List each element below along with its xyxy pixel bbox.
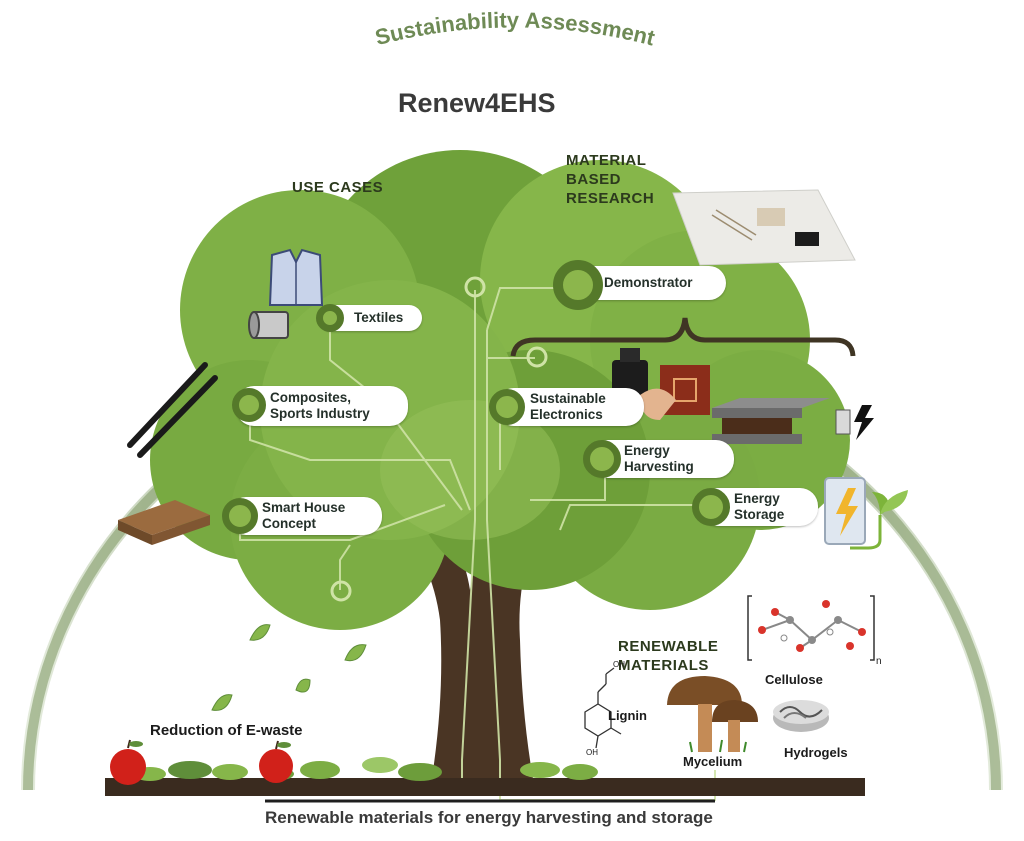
footer-caption: Renewable materials for energy harvestin…: [265, 808, 713, 827]
use-cases-heading: USE CASES: [292, 179, 384, 196]
skis-icon: [127, 362, 218, 458]
lignin-oh-top: OH: [613, 660, 625, 669]
lignin-structure-icon: [584, 667, 622, 749]
printed-circuit-icon: [640, 365, 710, 420]
project-title: Renew4EHS: [398, 88, 556, 118]
renewable-materials-heading: RENEWABLE MATERIALS: [618, 638, 719, 674]
material-research-heading: MATERIAL BASED RESEARCH: [566, 152, 655, 207]
storage-ring-icon: [692, 488, 730, 526]
ink-bottle-icon: [612, 348, 648, 396]
hydrogels-label: Hydrogels: [784, 745, 848, 760]
cellulose-structure-icon: [747, 595, 875, 661]
mycelium-icon: [667, 676, 758, 753]
harvesting-ring-icon: [583, 440, 621, 478]
cellulose-label: Cellulose: [765, 672, 823, 687]
triboelectric-stack-icon: [712, 398, 874, 444]
composites-ring-icon: [232, 388, 266, 422]
wood-panel-icon: [118, 500, 210, 545]
battery-plant-icon: [824, 477, 908, 550]
smart-house-ring-icon: [222, 498, 258, 534]
arc-title: Sustainability Assessment: [373, 7, 659, 50]
device-prototype-icon: [672, 189, 856, 266]
ground-leaves: [134, 757, 598, 781]
demonstrator-ring-icon: [553, 260, 603, 310]
falling-leaves: [211, 624, 367, 711]
hydrogel-icon: [773, 700, 829, 732]
mycelium-label: Mycelium: [683, 754, 743, 769]
research-bracket: [510, 317, 856, 357]
electronics-ring-icon: [489, 389, 525, 425]
soil-strip: [105, 778, 865, 796]
apple-icon-2: [259, 740, 293, 783]
textiles-ring-icon: [316, 304, 344, 332]
cellulose-subscript: n: [876, 656, 882, 667]
jacket-icon: [268, 248, 324, 306]
lignin-oh-bottom: OH: [586, 748, 598, 757]
fabric-roll-icon: [248, 311, 289, 339]
lignin-label: Lignin: [608, 708, 647, 723]
apple-icon: [110, 739, 146, 785]
ewaste-label: Reduction of E-waste: [150, 722, 303, 739]
